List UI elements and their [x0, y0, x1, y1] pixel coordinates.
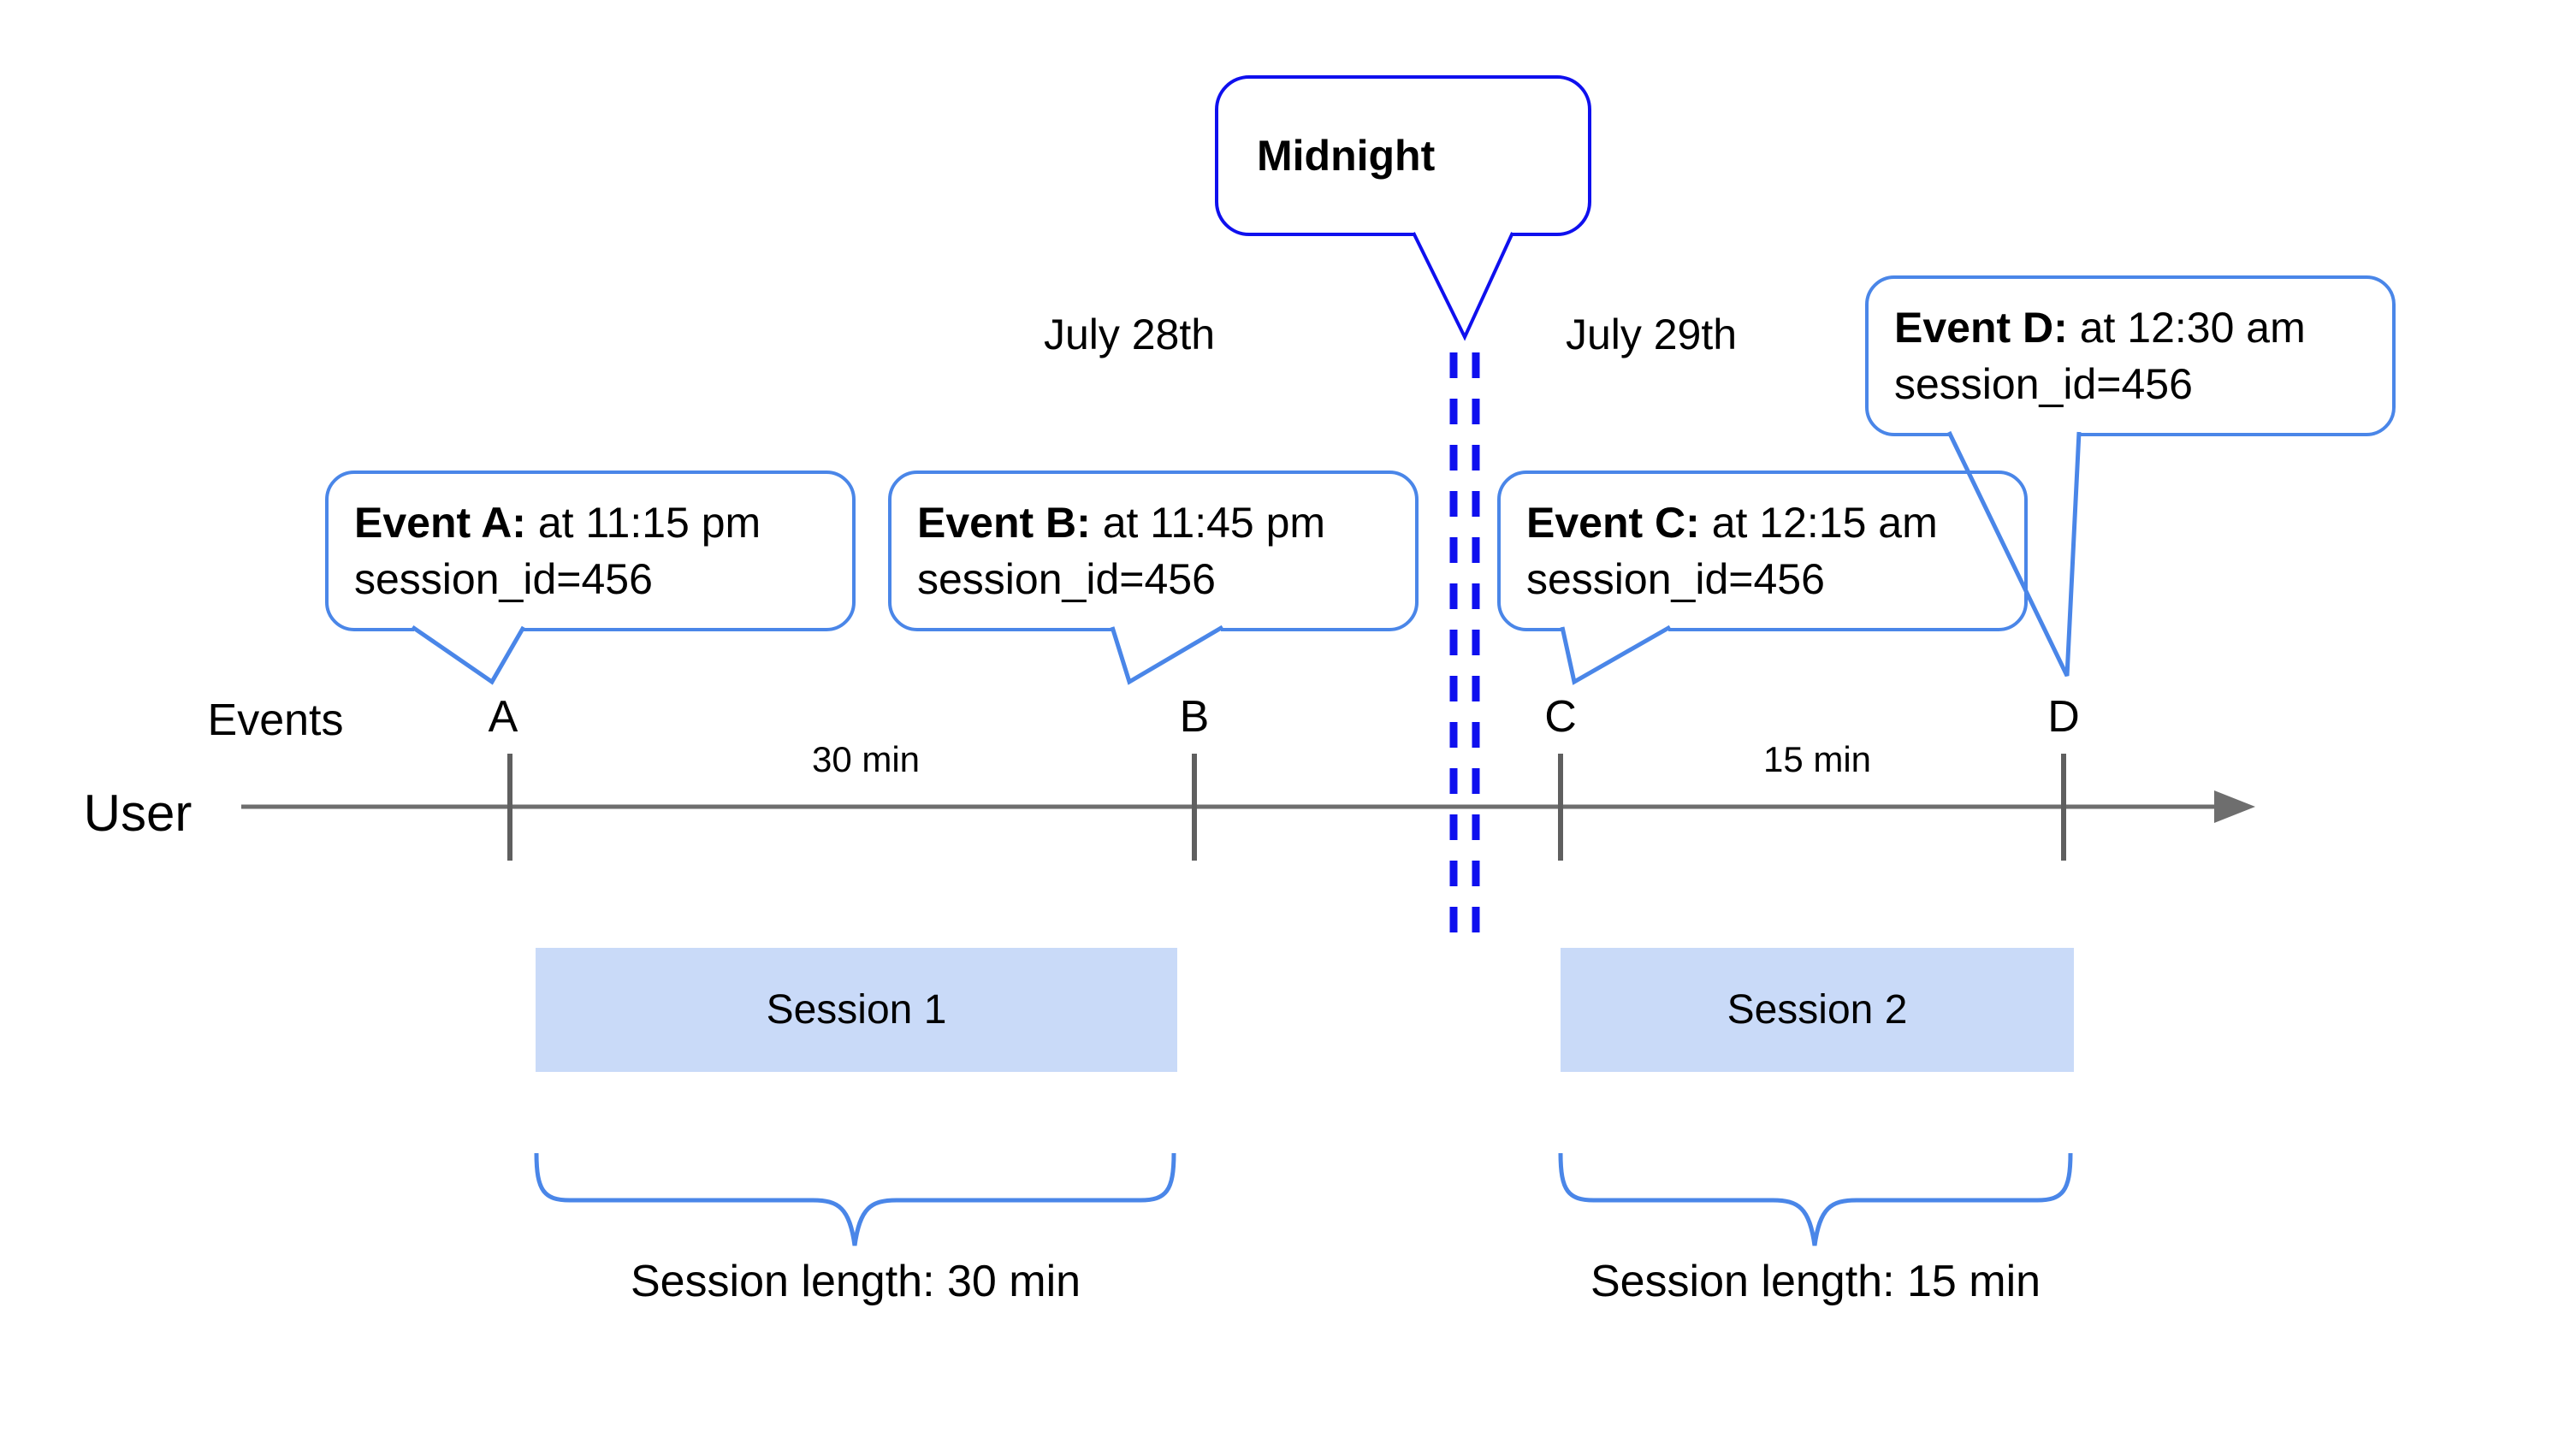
event-b-line1: Event B: at 11:45 pm [917, 494, 1415, 551]
session-2-box: Session 2 [1561, 948, 2074, 1072]
session-1-brace [534, 1152, 1176, 1246]
event-c-title: Event C: [1526, 499, 1700, 547]
event-d-session: session_id=456 [1894, 360, 2193, 408]
event-c-session: session_id=456 [1526, 555, 1825, 603]
event-a-session: session_id=456 [354, 555, 653, 603]
event-c-time: at 12:15 am [1699, 499, 1938, 547]
session-2-brace [1558, 1152, 2073, 1246]
event-marker-b: B [1179, 692, 1210, 742]
timeline-arrowhead-icon [2214, 790, 2255, 823]
event-d-time: at 12:30 am [2067, 304, 2306, 352]
session-2-length-label: Session length: 15 min [1590, 1257, 2041, 1306]
date-label-july-28: July 28th [1043, 311, 1216, 358]
event-c-callout-tail [1560, 624, 1672, 685]
event-d-callout: Event D: at 12:30 am session_id=456 [1865, 275, 2396, 436]
event-a-line1: Event A: at 11:15 pm [354, 494, 852, 551]
event-marker-c: C [1544, 692, 1577, 742]
session-1-box: Session 1 [536, 948, 1177, 1072]
session-2-label: Session 2 [1727, 987, 1908, 1033]
midnight-label: Midnight [1257, 132, 1436, 180]
date-label-july-29: July 29th [1565, 311, 1738, 358]
event-c-callout: Event C: at 12:15 am session_id=456 [1497, 471, 2028, 631]
gap-label-30min: 30 min [811, 739, 921, 779]
event-marker-d: D [2047, 692, 2080, 742]
event-b-title: Event B: [917, 499, 1091, 547]
midnight-callout: Midnight [1215, 75, 1591, 236]
user-row-label: User [83, 784, 193, 842]
events-row-label: Events [207, 695, 344, 745]
event-b-session: session_id=456 [917, 555, 1216, 603]
event-a-callout: Event A: at 11:15 pm session_id=456 [325, 471, 856, 631]
event-d-title: Event D: [1894, 304, 2068, 352]
event-a-title: Event A: [354, 499, 526, 547]
event-a-time: at 11:15 pm [525, 499, 761, 547]
event-c-line1: Event C: at 12:15 am [1526, 494, 2024, 551]
event-a-callout-tail [411, 624, 526, 685]
session-1-length-label: Session length: 30 min [630, 1257, 1081, 1306]
session-1-label: Session 1 [766, 987, 947, 1033]
event-b-callout-tail [1110, 624, 1224, 685]
midnight-callout-tail [1412, 232, 1514, 341]
event-d-callout-tail [1946, 430, 2082, 678]
event-marker-a: A [488, 692, 518, 742]
event-d-line1: Event D: at 12:30 am [1894, 299, 2392, 356]
event-b-time: at 11:45 pm [1090, 499, 1326, 547]
gap-label-15min: 15 min [1762, 739, 1872, 779]
